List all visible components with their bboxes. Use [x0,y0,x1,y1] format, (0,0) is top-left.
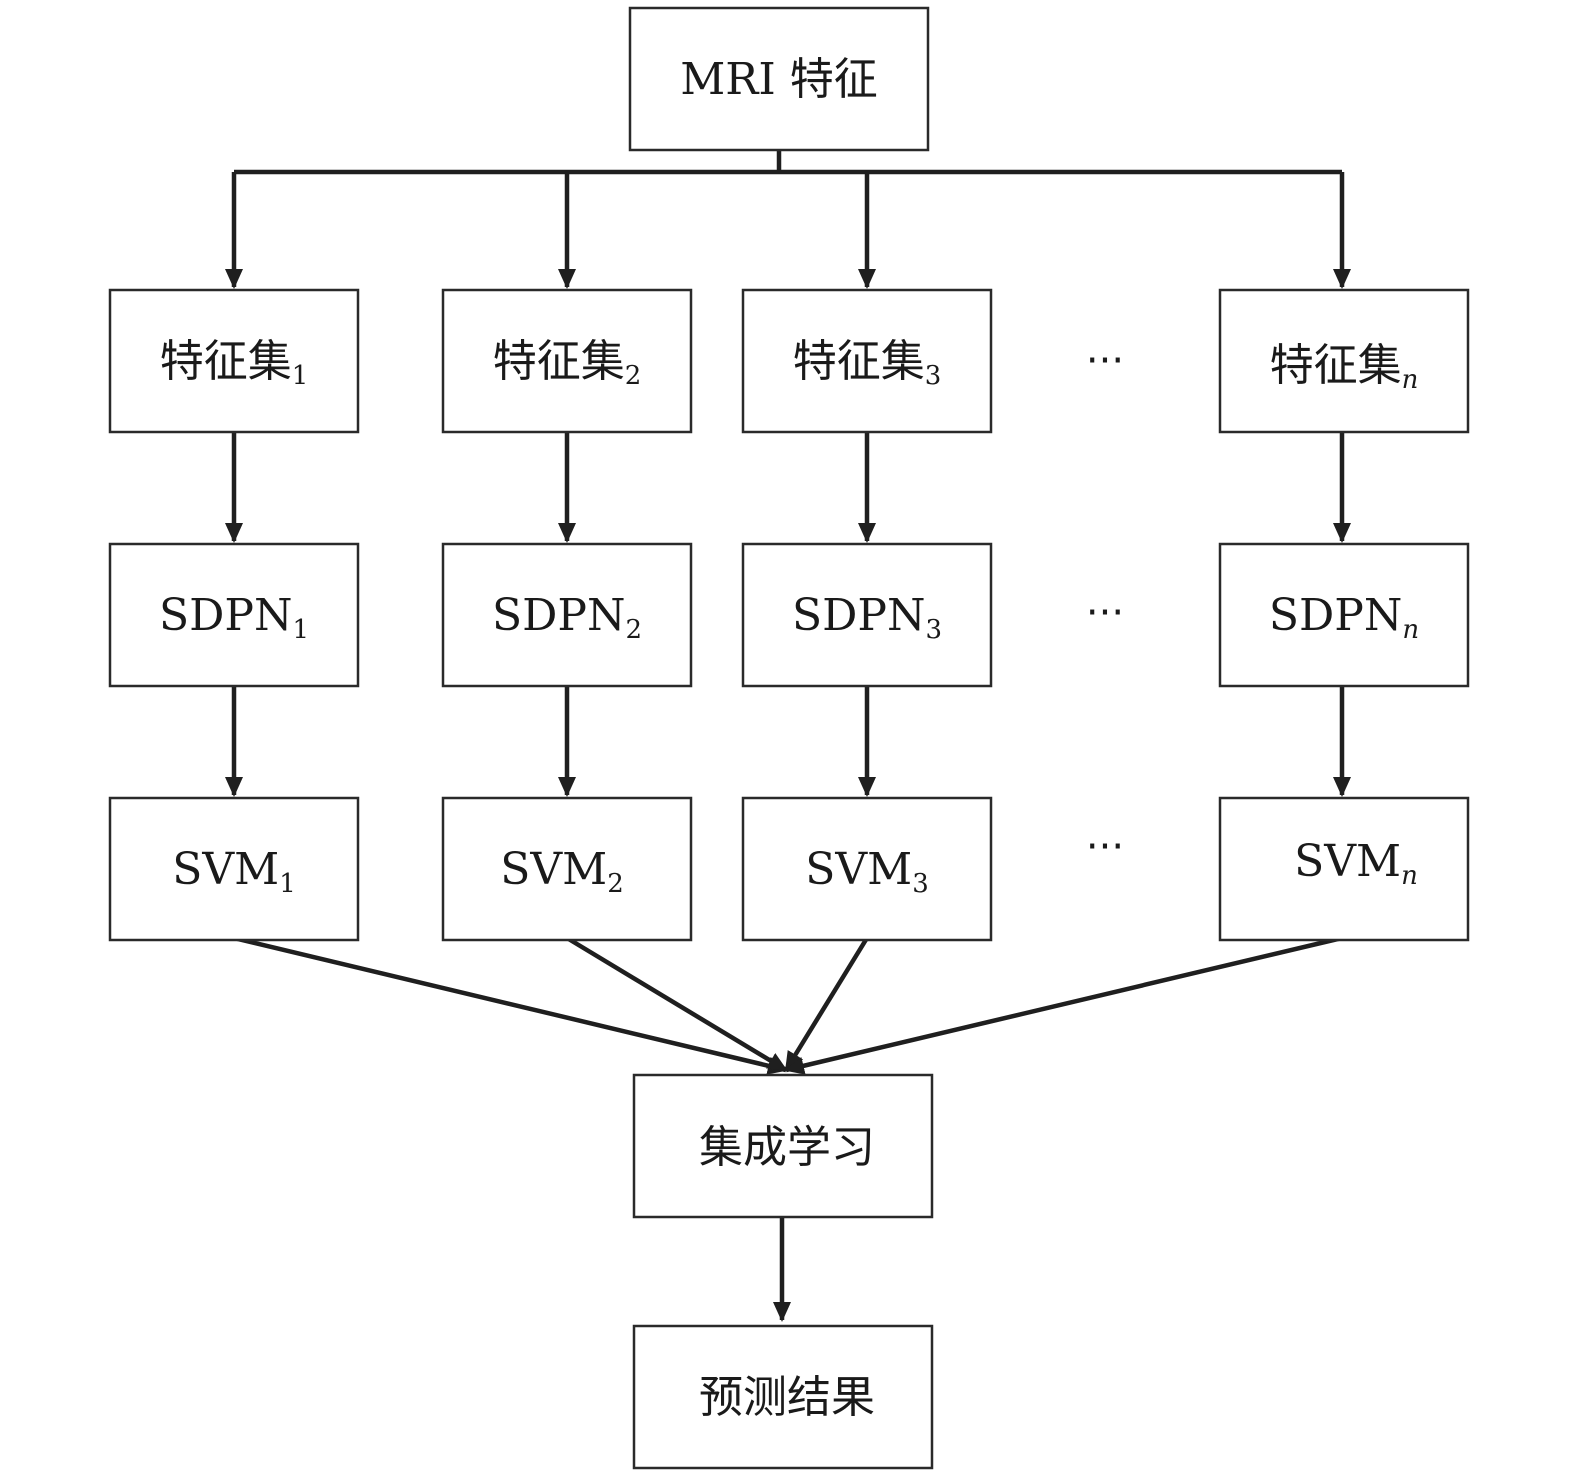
node-sdpn2-subscript: 2 [625,615,642,645]
svg-text:SDPN1: SDPN1 [159,590,309,645]
node-svm2-label: SVM [500,844,607,895]
node-fs3-label: 特征集 [793,336,925,387]
node-sdpnn-subscript: n [1402,615,1419,645]
node-mri-label: MRI 特征 [680,54,878,105]
svg-text:SVM3: SVM3 [805,844,929,899]
node-svm-2: SVM2 [441,796,693,942]
svg-text:SDPNn: SDPNn [1269,590,1419,645]
node-fs2-subscript: 2 [625,361,642,391]
node-svm1-label: SVM [172,844,279,895]
node-svm3-subscript: 3 [912,869,929,899]
node-feature-set-n: 特征集n [1218,288,1470,434]
node-svm-1: SVM1 [108,796,360,942]
node-svm1-subscript: 1 [279,869,296,899]
svg-text:SVMn: SVMn [1294,836,1418,891]
svg-text:SVM2: SVM2 [500,844,624,899]
svg-text:特征集1: 特征集1 [160,336,309,391]
node-svm3-label: SVM [805,844,912,895]
node-fs2-label: 特征集 [493,336,625,387]
svg-text:集成学习: 集成学习 [699,1122,875,1173]
edges [225,150,1351,1322]
node-sdpn1-label: SDPN [159,590,293,641]
ellipsis-row-3: ··· [1086,824,1124,870]
node-sdpn-3: SDPN3 [741,542,993,688]
edge-svm1-ensemble [233,935,788,1075]
node-sdpn3-subscript: 3 [925,615,942,645]
svg-text:MRI 特征: MRI 特征 [680,54,878,105]
node-ensemble-learning: 集成学习 [632,1073,934,1219]
node-fsn-subscript: n [1402,365,1419,395]
svg-text:SVM1: SVM1 [172,844,296,899]
node-feature-set-2: 特征集2 [441,288,693,434]
node-sdpn3-label: SDPN [792,590,926,641]
node-fs1-subscript: 1 [292,361,309,391]
node-ensemble-label: 集成学习 [699,1122,875,1173]
svg-text:SDPN2: SDPN2 [492,590,642,645]
node-sdpn1-subscript: 1 [292,615,309,645]
node-fsn-label: 特征集 [1270,340,1402,391]
node-feature-set-3: 特征集3 [741,288,993,434]
ellipsis-row-1: ··· [1086,338,1124,384]
node-mri-features: MRI 特征 [628,6,930,152]
node-sdpn-1: SDPN1 [108,542,360,688]
svg-text:SDPN3: SDPN3 [792,590,942,645]
node-feature-set-1: 特征集1 [108,288,360,434]
node-svmn-subscript: n [1401,861,1418,891]
node-fs1-label: 特征集 [160,336,292,387]
node-svm-3: SVM3 [741,796,993,942]
node-prediction-result: 预测结果 [632,1324,934,1470]
node-svm-n: SVMn [1218,796,1470,942]
node-svm2-subscript: 2 [607,869,624,899]
svg-text:预测结果: 预测结果 [699,1372,875,1423]
ellipsis-row-2: ··· [1086,590,1124,636]
edge-svmn-ensemble [784,935,1343,1075]
svg-text:特征集3: 特征集3 [793,336,942,391]
node-sdpn2-label: SDPN [492,590,626,641]
node-fs3-subscript: 3 [925,361,942,391]
svg-text:特征集n: 特征集n [1270,340,1419,395]
node-svmn-label: SVM [1294,836,1401,887]
node-sdpn-2: SDPN2 [441,542,693,688]
nodes: MRI 特征 特征集1 特征集2 特征集3 ··· 特征集n [108,6,1470,1470]
svg-text:特征集2: 特征集2 [493,336,642,391]
node-sdpn-n: SDPNn [1218,542,1470,688]
edge-svm3-ensemble [784,936,869,1072]
edge-svm2-ensemble [565,936,788,1072]
node-result-label: 预测结果 [699,1372,875,1423]
node-sdpnn-label: SDPN [1269,590,1403,641]
